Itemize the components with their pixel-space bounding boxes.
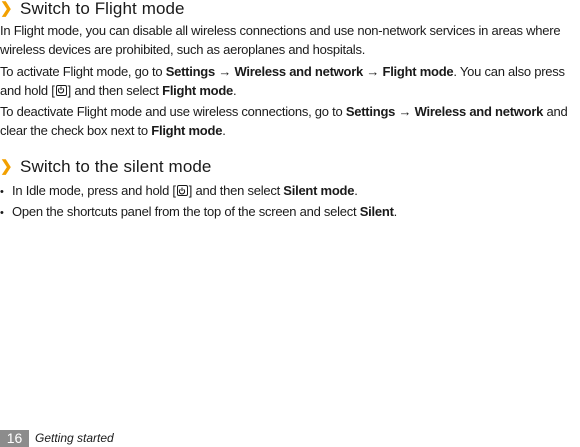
- text-run: . You can also press and hold [: [0, 64, 565, 98]
- menu-path-term: Silent: [359, 204, 394, 219]
- menu-path-term: Wireless and network: [414, 104, 544, 119]
- power-key-icon: [55, 84, 67, 96]
- text-run: .: [222, 122, 226, 138]
- text-run: In Flight mode, you can disable all wire…: [0, 23, 561, 57]
- page-footer: 16 Getting started: [0, 430, 580, 447]
- paragraph-flight-mode-intro: In Flight mode, you can disable all wire…: [0, 22, 580, 59]
- section-heading-text: Switch to the silent mode: [20, 157, 212, 176]
- footer-section-name: Getting started: [35, 431, 114, 445]
- bullet-marker: •: [0, 207, 4, 219]
- text-run: ] and then select: [188, 183, 284, 198]
- text-run: and clear the check box next to: [0, 104, 568, 138]
- section-heading-flight-mode: ❯ Switch to Flight mode: [0, 0, 185, 19]
- heading-chevron-icon: ❯: [0, 158, 13, 175]
- section-heading-text: Switch to Flight mode: [20, 0, 185, 18]
- text-run: →: [363, 64, 383, 79]
- text-run: ] and then select: [67, 82, 163, 98]
- text-run: .: [233, 82, 237, 98]
- text-run: →: [395, 104, 415, 119]
- text-run: .: [393, 204, 398, 219]
- bullet-item-silent-shortcuts: • Open the shortcuts panel from the top o…: [0, 203, 397, 223]
- text-run: Open the shortcuts panel from the top of…: [12, 204, 360, 219]
- text-run: →: [214, 64, 235, 79]
- menu-path-term: Silent mode: [283, 183, 355, 198]
- paragraph-flight-mode-activate: To activate Flight mode, go to Settings …: [0, 63, 580, 100]
- text-run: To deactivate Flight mode and use wirele…: [0, 104, 346, 119]
- menu-path-term: Settings: [165, 64, 216, 79]
- menu-path-term: Flight mode: [162, 82, 234, 98]
- page-number: 16: [0, 430, 29, 447]
- heading-chevron-icon: ❯: [0, 0, 13, 17]
- menu-path-term: Settings: [345, 104, 396, 119]
- paragraph-flight-mode-deactivate: To deactivate Flight mode and use wirele…: [0, 103, 580, 140]
- section-heading-silent-mode: ❯ Switch to the silent mode: [0, 157, 211, 177]
- text-run: In Idle mode, press and hold [: [12, 183, 176, 198]
- bullet-marker: •: [0, 186, 4, 198]
- bullet-item-silent-idle: • In Idle mode, press and hold [ ] and the…: [0, 182, 358, 202]
- menu-path-term: Wireless and network: [234, 64, 364, 79]
- menu-path-term: Flight mode: [151, 122, 223, 138]
- text-run: To activate Flight mode, go to: [0, 64, 166, 79]
- power-key-icon: [176, 185, 188, 196]
- text-run: .: [354, 183, 358, 198]
- menu-path-term: Flight mode: [382, 64, 454, 79]
